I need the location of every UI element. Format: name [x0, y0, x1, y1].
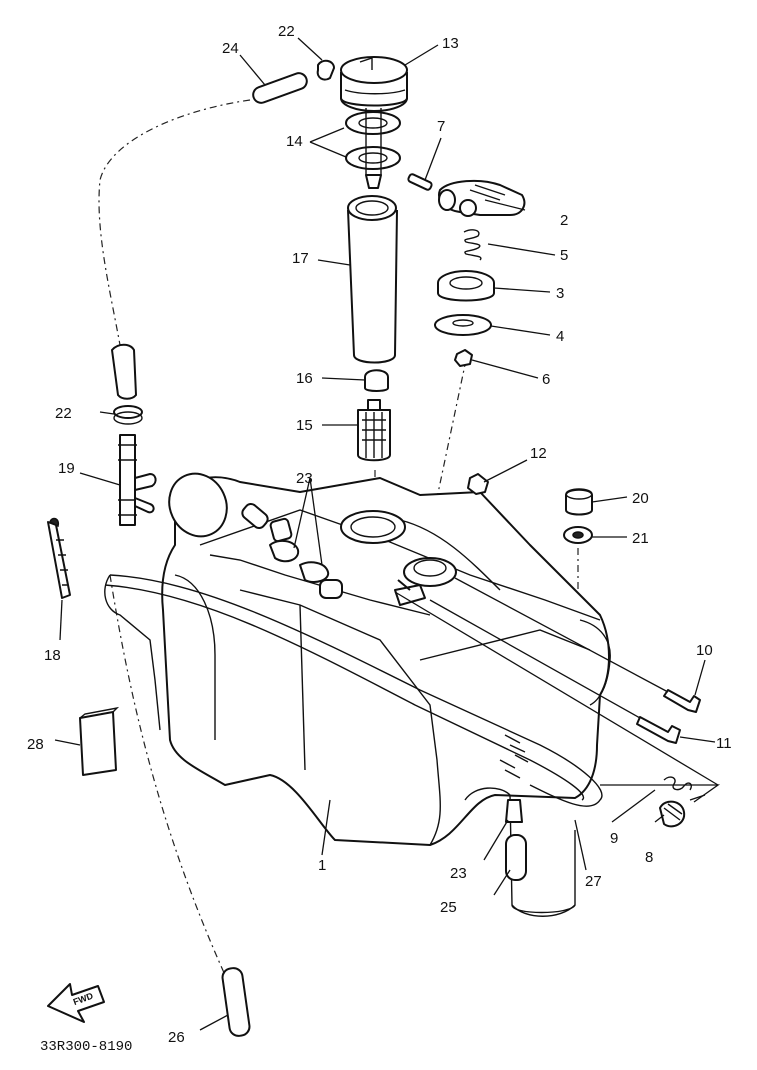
callout-numbers: 1 2 3 4 5 6 7 8 9 10 11 12 13 14 15 16 1… [27, 23, 732, 1046]
bolt-11 [636, 716, 681, 744]
callout-28: 28 [27, 736, 44, 753]
fitting-23-bottom [505, 799, 523, 823]
gasket-4 [434, 314, 492, 336]
callout-10: 10 [696, 642, 713, 659]
spring-5 [463, 229, 482, 261]
hose-25 [505, 834, 527, 881]
callout-6: 6 [542, 371, 550, 388]
clip-12 [467, 473, 489, 495]
callout-24: 24 [222, 40, 239, 57]
callout-27: 27 [585, 873, 602, 890]
joint-19 [118, 434, 157, 526]
gaskets-14 [345, 108, 401, 189]
hose-bend [111, 343, 137, 400]
cap-nut-20 [565, 488, 593, 516]
clamp-22-top [316, 59, 335, 81]
callout-18: 18 [44, 647, 61, 664]
callout-9: 9 [610, 830, 618, 847]
callout-25: 25 [440, 899, 457, 916]
filler-tube-17 [347, 195, 398, 364]
callout-21: 21 [632, 530, 649, 547]
cap-housing-2 [438, 179, 526, 217]
drawing-code: 33R300-8190 [40, 1039, 132, 1055]
callout-13: 13 [442, 35, 459, 52]
callout-17: 17 [292, 250, 309, 267]
callout-15: 15 [296, 417, 313, 434]
callout-14: 14 [286, 133, 303, 150]
fwd-arrow-icon: FWD [47, 983, 105, 1023]
callout-23-bottom: 23 [450, 865, 467, 882]
callout-3: 3 [556, 285, 564, 302]
strap-18 [47, 517, 71, 599]
spring-clip-9 [663, 776, 693, 791]
callout-20: 20 [632, 490, 649, 507]
hose-26 [221, 967, 251, 1037]
pad-28 [79, 706, 120, 776]
hose-27 [104, 574, 603, 807]
callout-16: 16 [296, 370, 313, 387]
fuel-filter-15 [357, 399, 391, 462]
filler-cap-13 [340, 56, 408, 112]
seal-3 [437, 270, 495, 302]
leader-lines [54, 37, 721, 1031]
callout-4: 4 [556, 328, 564, 345]
callout-2: 2 [560, 212, 568, 229]
grommet-8 [659, 800, 686, 828]
hose-24 [252, 72, 308, 104]
fuel-tank [161, 472, 611, 917]
callout-22-left: 22 [55, 405, 72, 422]
pin-7 [407, 173, 433, 191]
callout-11: 11 [716, 735, 732, 752]
callout-23-top: 23 [296, 470, 313, 487]
washer-21 [563, 526, 593, 544]
callout-12: 12 [530, 445, 547, 462]
callout-7: 7 [437, 118, 445, 135]
clamp-16 [364, 369, 389, 392]
callout-26: 26 [168, 1029, 185, 1046]
bolt-10 [663, 689, 701, 713]
callout-22-top: 22 [278, 23, 295, 40]
callout-19: 19 [58, 460, 75, 477]
callout-8: 8 [645, 849, 653, 866]
nut-6 [454, 349, 473, 367]
clamp-22-left [113, 405, 143, 425]
callout-1: 1 [318, 857, 326, 874]
callout-5: 5 [560, 247, 568, 264]
